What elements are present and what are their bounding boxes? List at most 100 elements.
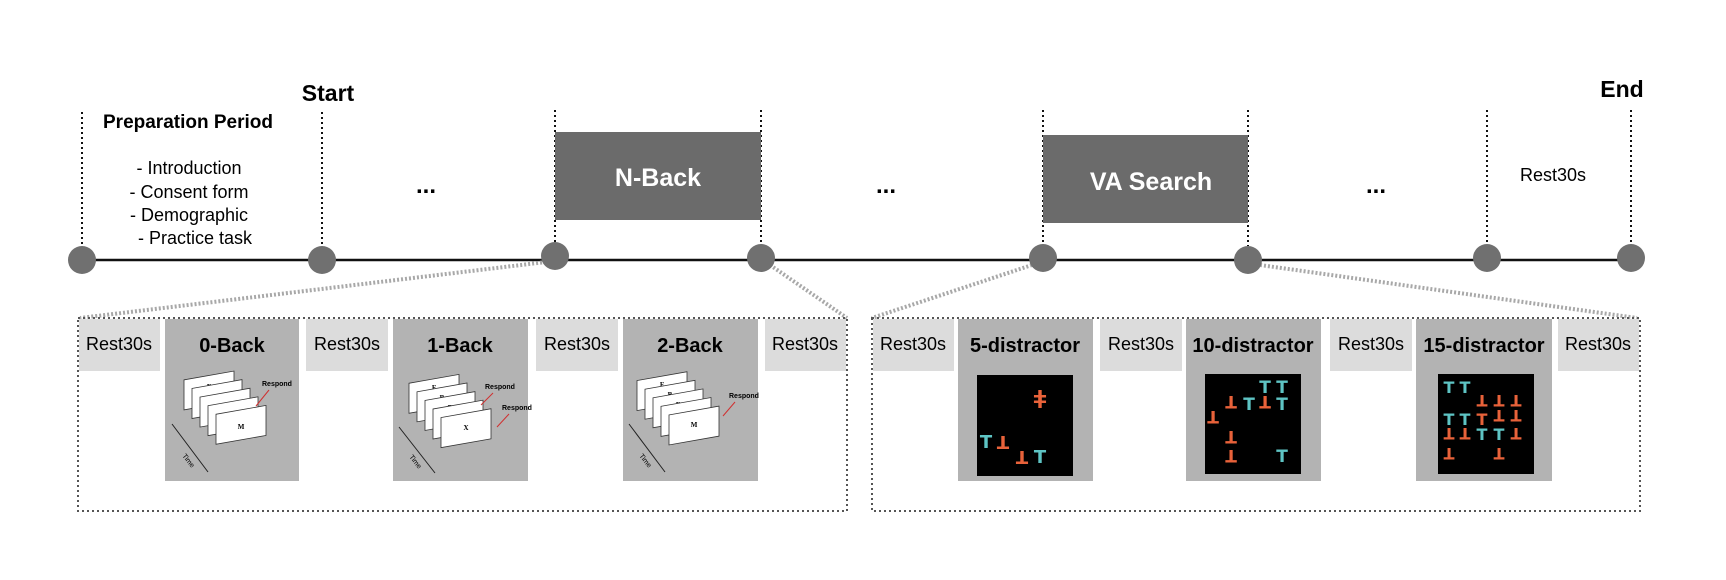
search-stimuli: T T T T T T T T T T T T T T T T T (1443, 378, 1521, 463)
svg-text:T: T (1034, 447, 1047, 468)
respond-label: Respond (262, 381, 292, 388)
respond-label: Respond (729, 393, 759, 400)
svg-text:T: T (1225, 445, 1237, 465)
preparation-item: - Practice task (138, 228, 253, 248)
svg-text:T: T (1276, 395, 1288, 415)
final-rest-label: Rest30s (1520, 165, 1586, 185)
rest-label: Rest30s (772, 334, 838, 354)
zoom-connectors (79, 260, 1638, 320)
rest-box (1330, 319, 1412, 371)
search-stimuli: T T T T T T (980, 385, 1047, 468)
rest-box (79, 319, 160, 371)
svg-text:T: T (1034, 392, 1047, 413)
rest-label: Rest30s (314, 334, 380, 354)
svg-text:T: T (1225, 426, 1237, 446)
vasearch-condition-10: 10-distractor T T T T T T T T T T (1186, 319, 1321, 481)
svg-text:T: T (1259, 391, 1271, 411)
preparation-item: - Consent form (129, 182, 248, 202)
nback-block (555, 132, 761, 220)
svg-text:T: T (1510, 424, 1521, 443)
start-label: Start (302, 80, 355, 106)
card-stack-illustration: Time F B B X X Respond Respond (398, 373, 532, 474)
svg-text:T: T (1443, 444, 1454, 463)
svg-text:T: T (1476, 391, 1487, 410)
svg-text:T: T (996, 431, 1009, 452)
condition-title: 0-Back (199, 335, 265, 357)
rest-label: Rest30s (544, 334, 610, 354)
card-stack-illustration: Time F B H X M Respond (171, 370, 292, 473)
nback-condition-0: 0-Back Time F B H X M Respond (165, 319, 299, 481)
svg-text:T: T (1510, 391, 1521, 410)
condition-title: 5-distractor (970, 335, 1080, 357)
ellipsis: ... (876, 172, 896, 199)
vasearch-condition-15: 15-distractor T T T T T T T T T T T T T … (1416, 319, 1552, 481)
rest-box (1558, 319, 1639, 371)
svg-text:T: T (1493, 391, 1504, 410)
nback-detail-frame (77, 317, 848, 512)
card-letter: M (238, 423, 245, 431)
svg-text:T: T (1276, 447, 1288, 467)
svg-text:T: T (1493, 406, 1504, 425)
svg-text:T: T (1477, 425, 1488, 444)
card-letter: F (432, 384, 436, 392)
svg-text:T: T (1459, 424, 1470, 443)
svg-text:T: T (1015, 446, 1028, 467)
nback-condition-1: 1-Back Time F B B X X Respond Respond (393, 319, 532, 481)
condition-title: 2-Back (657, 335, 723, 357)
condition-title: 10-distractor (1192, 335, 1313, 357)
svg-text:T: T (1033, 385, 1046, 406)
rest-label: Rest30s (1338, 334, 1404, 354)
rest-label: Rest30s (1565, 334, 1631, 354)
card-letter: M (691, 421, 698, 429)
svg-text:T: T (980, 432, 993, 453)
timeline-markers (81, 110, 1632, 246)
condition-title: 1-Back (427, 335, 493, 357)
svg-text:T: T (1276, 378, 1288, 398)
nback-block-label: N-Back (615, 164, 701, 192)
vasearch-block-label: VA Search (1090, 168, 1212, 196)
search-display (1438, 374, 1534, 474)
vasearch-condition-5: 5-distractor T T T T T T (958, 319, 1093, 481)
vasearch-detail-frame (871, 317, 1641, 512)
svg-text:T: T (1477, 410, 1488, 429)
preparation-title: Preparation Period (103, 112, 273, 133)
rest-label: Rest30s (86, 334, 152, 354)
rest-box (1100, 319, 1182, 371)
search-stimuli: T T T T T T T T T T (1207, 378, 1288, 467)
respond-label: Respond (485, 384, 515, 391)
search-display (1205, 374, 1301, 474)
svg-text:T: T (1510, 406, 1521, 425)
rest-label: Rest30s (880, 334, 946, 354)
card-stack-illustration: Time F B F B M Respond (628, 371, 759, 473)
rest-box (765, 319, 846, 371)
ellipsis: ... (1366, 172, 1386, 199)
rest-box (306, 319, 388, 371)
preparation-item: - Demographic (130, 205, 248, 225)
rest-box (536, 319, 618, 371)
rest-label: Rest30s (1108, 334, 1174, 354)
svg-text:T: T (1259, 378, 1271, 398)
svg-text:T: T (1444, 410, 1455, 429)
svg-text:T: T (1494, 425, 1505, 444)
svg-text:T: T (1460, 378, 1471, 397)
preparation-item: - Introduction (136, 158, 241, 178)
card-letter: F (660, 381, 664, 389)
svg-text:T: T (1460, 410, 1471, 429)
timeline-nodes (68, 242, 1645, 274)
svg-text:T: T (1225, 391, 1237, 411)
svg-text:T: T (1493, 444, 1504, 463)
svg-text:T: T (1443, 424, 1454, 443)
svg-text:T: T (1207, 406, 1219, 426)
svg-text:T: T (1444, 378, 1455, 397)
ellipsis: ... (416, 172, 436, 199)
search-display (977, 375, 1073, 476)
rest-box (873, 319, 954, 371)
card-letter: X (463, 424, 468, 432)
end-label: End (1600, 76, 1643, 102)
nback-condition-2: 2-Back Time F B F B M Respond (623, 319, 759, 481)
vasearch-block (1043, 135, 1248, 223)
svg-text:T: T (1243, 395, 1255, 415)
condition-title: 15-distractor (1423, 335, 1544, 357)
respond-label: Respond (502, 405, 532, 412)
